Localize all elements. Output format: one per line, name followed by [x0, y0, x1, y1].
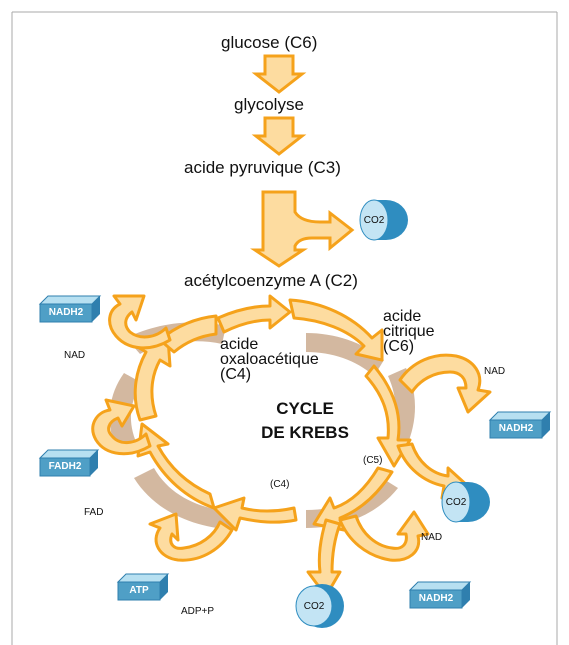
cycle-title: CYCLE DE KREBS: [245, 397, 365, 445]
nad-left-label: NAD: [64, 350, 86, 361]
arrow-top-left-arc: [158, 314, 218, 354]
atp-label: ATP: [129, 585, 149, 596]
nad-right-label: NAD: [484, 366, 506, 377]
cycle-title-line1: CYCLE: [276, 399, 334, 418]
nadh2-bottom-label: NADH2: [418, 593, 454, 604]
fadh2-box: [38, 449, 100, 477]
arrow-glycolyse-to-pyruvique: [251, 116, 307, 156]
glycolyse-label: glycolyse: [234, 95, 304, 114]
acetyl-label: acétylcoenzyme A (C2): [184, 271, 358, 290]
nadh2-box-bottom: [408, 581, 472, 609]
oxalo-line3: (C4): [220, 366, 252, 383]
citrique-line1: acide: [383, 308, 422, 325]
arrow-c5-down: [312, 466, 394, 532]
co2-cylinder-bottom: [295, 584, 344, 628]
pyruvique-label: acide pyruvique (C3): [184, 158, 341, 177]
side-arrow-nad-top-left: [108, 294, 172, 350]
arrow-bottom-left-up: [136, 422, 216, 510]
c5-label: (C5): [363, 455, 383, 466]
nadh2-right-label: NADH2: [498, 423, 534, 434]
fadh2-label: FADH2: [48, 461, 82, 472]
side-arrow-atp: [148, 512, 234, 562]
arrow-glucose-to-glycolyse: [251, 54, 307, 94]
co2-bottom-label: CO2: [303, 601, 325, 612]
arrow-bottom-c4: [212, 496, 298, 532]
co2-top-label: CO2: [363, 215, 385, 226]
citrique-line3: (C6): [383, 338, 415, 355]
adp-label: ADP+P: [181, 606, 215, 617]
nadh2-box-top-left: [38, 295, 102, 323]
side-arrow-fad-left: [91, 398, 152, 456]
co2-right-label: CO2: [445, 497, 467, 508]
arrow-left-up: [133, 336, 172, 422]
glucose-label: glucose (C6): [221, 33, 318, 52]
c4-label: (C4): [270, 479, 290, 490]
arrow-oxalo-to-acetyl: [216, 294, 292, 334]
co2-cylinder-right: [441, 481, 490, 523]
nadh2-box-right: [488, 411, 552, 439]
atp-box: [116, 573, 170, 601]
oxalo-line2: oxaloacétique: [220, 351, 319, 368]
side-arrow-nad-right: [398, 353, 492, 414]
arrow-pyruvique-to-acetyl: [250, 190, 355, 268]
side-arrow-co2-bottom: [306, 518, 342, 598]
nad-bottom-label: NAD: [421, 532, 443, 543]
co2-cylinder-top: [359, 199, 408, 241]
arrow-citrique-down: [364, 364, 412, 468]
oxalo-line1: acide: [220, 336, 259, 353]
oxaloacetique-label: acide oxaloacétique (C4): [220, 336, 319, 383]
fad-label: FAD: [84, 507, 104, 518]
side-arrow-nad-bottom: [338, 510, 430, 562]
arrow-acetyl-to-citrique: [288, 298, 384, 362]
citrique-label: acide citrique (C6): [383, 308, 435, 355]
cycle-title-line2: DE KREBS: [261, 423, 349, 442]
nadh2-top-left-label: NADH2: [48, 307, 84, 318]
citrique-line2: citrique: [383, 323, 435, 340]
